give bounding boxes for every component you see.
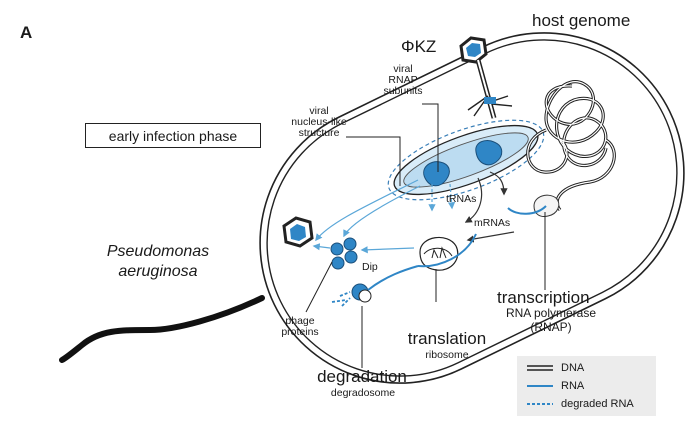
arrow-nucleus-to-capsid xyxy=(315,179,419,242)
organism-label: Pseudomonas aeruginosa xyxy=(98,242,218,282)
organism-line-1: Pseudomonas xyxy=(106,243,210,260)
trnas-label: tRNAs xyxy=(446,193,477,205)
host-rnap xyxy=(533,194,560,217)
legend-dna-label: DNA xyxy=(561,362,585,374)
organism-line-2: aeruginosa xyxy=(118,263,198,280)
cell-inner-membrane xyxy=(266,39,678,377)
viral-rnap-line-3: subunits xyxy=(383,85,423,98)
degradation-label: degradation xyxy=(317,367,407,386)
ribosome-label: ribosome xyxy=(425,349,469,361)
arrow-nucleus-to-protein xyxy=(343,185,421,238)
translation-label: translation xyxy=(407,329,487,348)
legend-item-dna: DNA xyxy=(527,361,584,375)
phage-protein-cluster xyxy=(330,237,358,270)
transcription-label: transcription xyxy=(497,288,590,307)
arrow-trna-2 xyxy=(447,183,456,210)
viral-rnap-line-1: viral xyxy=(393,63,413,75)
viral-rnap-line-2: RNAP xyxy=(388,74,418,87)
degraded-rna-line-icon xyxy=(527,403,553,405)
arrow-nucleus-mrna xyxy=(464,177,483,223)
arrow-mrnas xyxy=(466,231,515,243)
legend-rna-label: RNA xyxy=(561,380,585,392)
legend-item-degraded-rna: degraded RNA xyxy=(527,397,634,411)
legend: DNA RNA degraded RNA xyxy=(517,356,656,416)
arrow-proteins-to-capsid xyxy=(312,243,331,251)
early-infection-phase-box: early infection phase xyxy=(85,123,261,148)
nucleus-label: viral nucleus-like structure xyxy=(286,105,352,140)
nucleus-line-3: structure xyxy=(298,127,340,140)
rna-transcript xyxy=(507,205,547,215)
degradosome xyxy=(331,265,419,307)
panel-label: A xyxy=(20,23,33,42)
phage-proteins-label: phage proteins xyxy=(280,315,320,339)
viral-rnap-label: viral RNAP subunits xyxy=(382,63,424,98)
arrow-nucleus-out xyxy=(489,171,508,196)
flagellum xyxy=(59,295,265,363)
ribosome xyxy=(417,233,477,271)
degradosome-label: degradosome xyxy=(330,387,396,399)
nucleus-line-2: nucleus-like xyxy=(291,116,347,129)
nucleus-line-1: viral xyxy=(309,105,329,117)
phage-label: ΦKZ xyxy=(401,37,437,56)
host-genome-label: host genome xyxy=(532,11,631,30)
dna-line-icon xyxy=(527,365,553,371)
dip-label: Dip xyxy=(362,261,378,273)
rnap-line-2: (RNAP) xyxy=(530,320,572,335)
leader-lines xyxy=(305,103,546,368)
rnap-label: RNA polymerase (RNAP) xyxy=(496,306,606,335)
legend-degraded-rna-label: degraded RNA xyxy=(561,398,634,410)
phage-proteins-line-1: phage xyxy=(285,315,315,327)
legend-item-rna: RNA xyxy=(527,379,584,393)
phage-proteins-line-2: proteins xyxy=(281,326,319,339)
arrow-ribosome-to-proteins xyxy=(360,246,415,254)
progeny-capsid xyxy=(282,216,314,248)
rnap-line-1: RNA polymerase xyxy=(505,306,597,320)
viral-rnap-subunit-2 xyxy=(475,139,503,166)
mrnas-label: mRNAs xyxy=(474,217,511,229)
rna-line-icon xyxy=(527,385,553,387)
viral-rnap-subunit-1 xyxy=(423,161,450,187)
phage-phikz xyxy=(459,36,513,119)
